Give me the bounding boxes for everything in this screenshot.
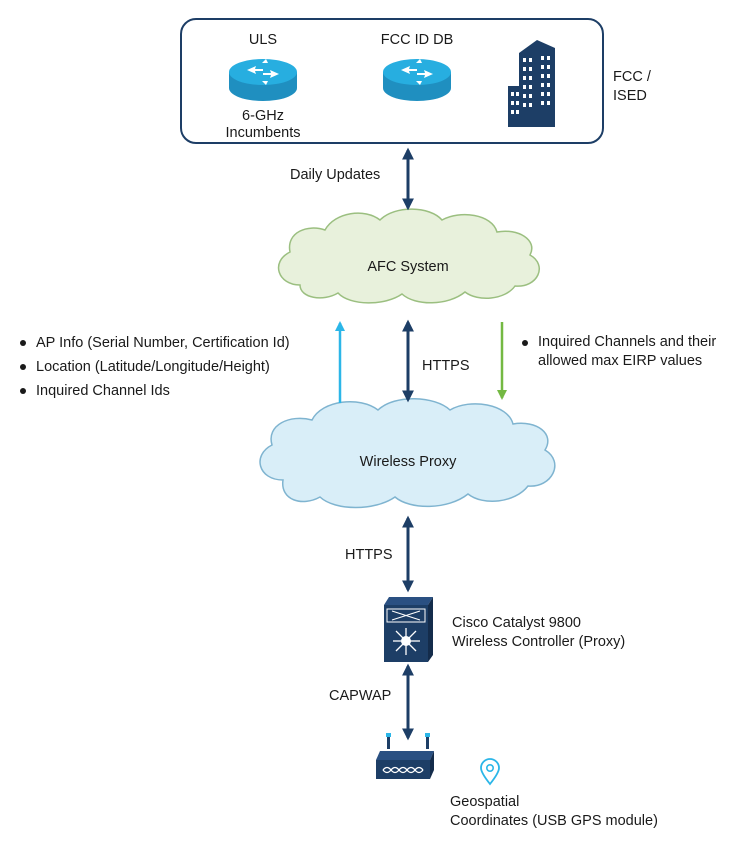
uls-caption: 6-GHz Incumbents — [225, 108, 301, 141]
request-info-list: AP Info (Serial Number, Certification Id… — [20, 331, 290, 403]
request-info-item: Inquired Channel Ids — [20, 379, 290, 403]
controller-label: Cisco Catalyst 9800 Wireless Controller … — [452, 615, 626, 650]
request-info-item: Location (Latitude/Longitude/Height) — [20, 355, 290, 379]
wireless-controller-icon — [384, 597, 433, 662]
fcc-ised-label: FCC / ISED — [613, 69, 651, 104]
response-info-item: Inquired Channels and their allowed max … — [522, 331, 716, 371]
fcc-id-db-router-icon — [383, 59, 451, 101]
fcc-id-db-label: FCC ID DB — [380, 32, 454, 48]
daily-updates-label: Daily Updates — [290, 167, 381, 183]
access-point-icon — [376, 733, 434, 779]
afc-system-label: AFC System — [367, 259, 449, 275]
https-upper-label: HTTPS — [422, 358, 470, 374]
uls-label: ULS — [248, 32, 278, 48]
fcc-building-icon — [508, 40, 555, 127]
capwap-label: CAPWAP — [329, 688, 392, 704]
wireless-proxy-cloud — [259, 398, 556, 509]
uls-router-icon — [229, 59, 297, 101]
response-info-list: Inquired Channels and their allowed max … — [522, 331, 716, 371]
location-pin-icon — [480, 758, 500, 786]
https-lower-label: HTTPS — [345, 547, 393, 563]
request-info-item: AP Info (Serial Number, Certification Id… — [20, 331, 290, 355]
fcc-ised-container — [180, 18, 604, 144]
wireless-proxy-label: Wireless Proxy — [359, 454, 457, 470]
gps-label: Geospatial Coordinates (USB GPS module) — [450, 794, 658, 829]
afc-system-cloud — [277, 208, 540, 304]
